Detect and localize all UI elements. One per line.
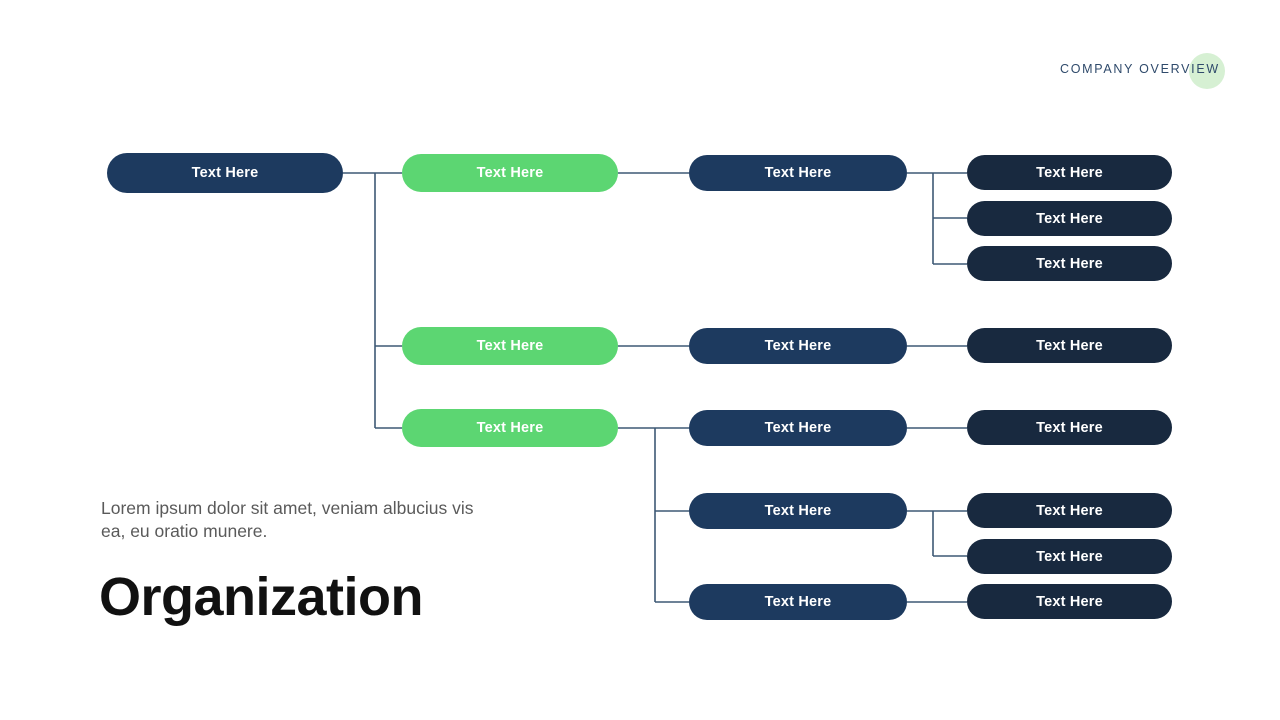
org-node-n13[interactable]: Text Here: [967, 410, 1172, 445]
org-node-n14[interactable]: Text Here: [967, 493, 1172, 528]
org-node-label: Text Here: [476, 338, 544, 354]
description-paragraph: Lorem ipsum dolor sit amet, veniam albuc…: [101, 498, 474, 541]
org-node-label: Text Here: [191, 165, 259, 181]
org-node-label: Text Here: [1036, 337, 1103, 354]
org-node-n3[interactable]: Text Here: [402, 409, 618, 447]
org-node-label: Text Here: [764, 420, 832, 436]
org-node-n2[interactable]: Text Here: [402, 327, 618, 365]
org-node-label: Text Here: [764, 165, 832, 181]
org-node-n12[interactable]: Text Here: [967, 328, 1172, 363]
org-node-label: Text Here: [1036, 548, 1103, 565]
org-node-n15[interactable]: Text Here: [967, 539, 1172, 574]
org-node-n16[interactable]: Text Here: [967, 584, 1172, 619]
org-node-n5[interactable]: Text Here: [689, 328, 907, 364]
org-node-label: Text Here: [764, 594, 832, 610]
org-node-n4[interactable]: Text Here: [689, 155, 907, 191]
org-node-label: Text Here: [1036, 255, 1103, 272]
org-node-label: Text Here: [1036, 210, 1103, 227]
org-node-n9[interactable]: Text Here: [967, 155, 1172, 190]
org-node-n6[interactable]: Text Here: [689, 410, 907, 446]
org-node-label: Text Here: [1036, 164, 1103, 181]
org-node-label: Text Here: [1036, 593, 1103, 610]
org-node-n1[interactable]: Text Here: [402, 154, 618, 192]
org-node-n0[interactable]: Text Here: [107, 153, 343, 193]
org-node-n10[interactable]: Text Here: [967, 201, 1172, 236]
org-node-label: Text Here: [1036, 419, 1103, 436]
org-node-n11[interactable]: Text Here: [967, 246, 1172, 281]
page-title: Organization: [99, 567, 424, 627]
org-node-label: Text Here: [764, 503, 832, 519]
header-accent-circle: [1189, 53, 1225, 89]
header-label: COMPANY OVERVIEW: [1060, 62, 1220, 76]
org-node-label: Text Here: [476, 165, 544, 181]
org-node-label: Text Here: [1036, 502, 1103, 519]
org-node-n8[interactable]: Text Here: [689, 584, 907, 620]
org-node-label: Text Here: [764, 338, 832, 354]
org-node-n7[interactable]: Text Here: [689, 493, 907, 529]
org-node-label: Text Here: [476, 420, 544, 436]
